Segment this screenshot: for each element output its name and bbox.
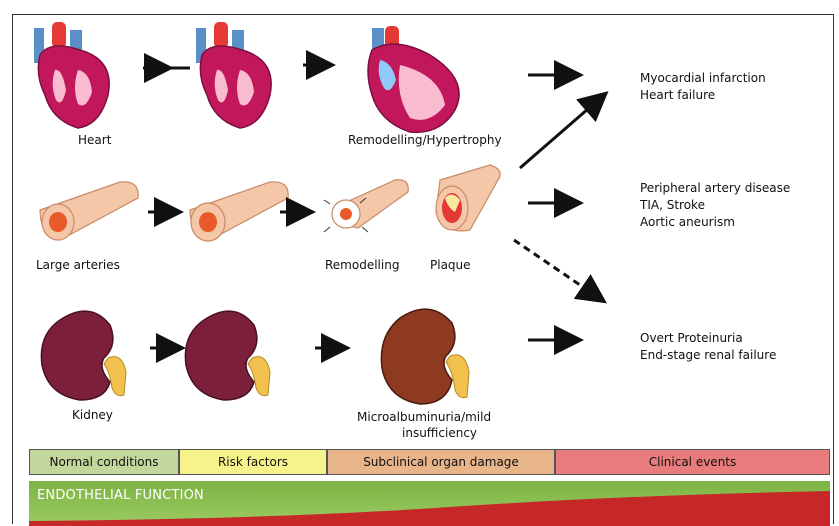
kidney-label: Kidney — [72, 408, 113, 422]
kidney-stage-label-2: insufficiency — [402, 426, 477, 440]
kidney-stage-label-1: Microalbuminuria/mild — [357, 410, 491, 424]
stage-normal: Normal conditions — [29, 449, 179, 475]
heart-stage-label: Remodelling/Hypertrophy — [348, 133, 502, 147]
heart-risk-icon — [196, 22, 271, 128]
artery-remodelling-icon — [324, 180, 408, 232]
outcome-item: Aortic aneurism — [640, 214, 790, 231]
outcome-item: Overt Proteinuria — [640, 330, 776, 347]
kidney-normal-icon — [41, 311, 126, 400]
artery-plaque-icon — [436, 165, 500, 231]
endothelial-band: ENDOTHELIAL FUNCTION — [29, 481, 830, 526]
stage-bar: Normal conditions Risk factors Subclinic… — [29, 449, 830, 477]
heart-outcomes: Myocardial infarction Heart failure — [640, 70, 766, 104]
kidney-damaged-icon — [381, 309, 469, 404]
kidney-outcomes: Overt Proteinuria End-stage renal failur… — [640, 330, 776, 364]
plaque-label: Plaque — [430, 258, 471, 272]
outcome-item: Heart failure — [640, 87, 766, 104]
stage-clinical: Clinical events — [555, 449, 830, 475]
stage-subclinical: Subclinical organ damage — [327, 449, 555, 475]
endothelial-title: ENDOTHELIAL FUNCTION — [37, 488, 204, 503]
heart-normal-icon — [34, 22, 109, 128]
outcome-item: End-stage renal failure — [640, 347, 776, 364]
arteries-outcomes: Peripheral artery disease TIA, Stroke Ao… — [640, 180, 790, 231]
stage-risk-factors: Risk factors — [179, 449, 327, 475]
heart-label: Heart — [78, 133, 111, 147]
outcome-item: Peripheral artery disease — [640, 180, 790, 197]
artery-normal-icon — [40, 182, 138, 240]
kidney-risk-icon — [185, 311, 270, 400]
heart-hypertrophy-icon — [368, 26, 459, 132]
outcome-item: Myocardial infarction — [640, 70, 766, 87]
arteries-stage-label: Remodelling — [325, 258, 399, 272]
outcome-item: TIA, Stroke — [640, 197, 790, 214]
artery-risk-icon — [190, 182, 288, 241]
arteries-label: Large arteries — [36, 258, 120, 272]
